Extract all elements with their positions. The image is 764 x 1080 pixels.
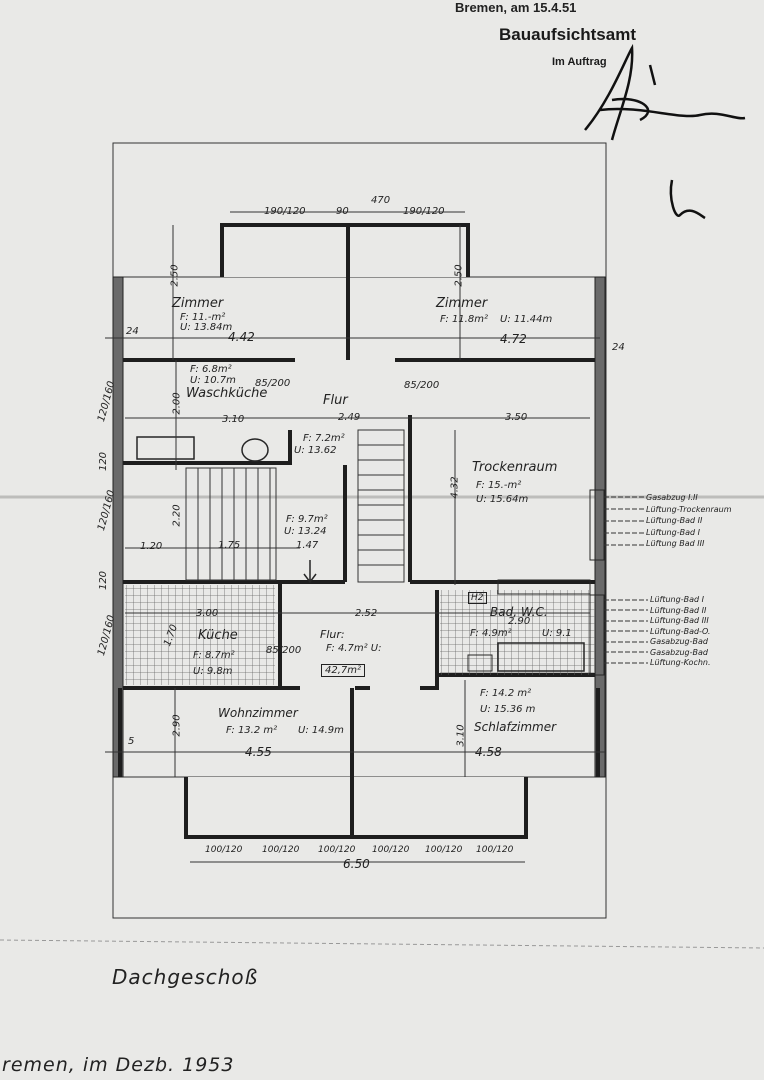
stamp-auftrag: Im Auftrag <box>552 56 607 68</box>
stair-width-2: 1.75 <box>218 540 241 551</box>
dim-window-right: 190/120 <box>403 206 445 217</box>
room-perimeter: U: 9.8m <box>193 666 233 677</box>
washbasin <box>467 654 493 672</box>
chimney-label: Gasabzug-Bad <box>650 647 708 657</box>
chimney-label: Lüftung-Kochn. <box>650 658 711 667</box>
chimney-label: Lüftung-Bad I <box>650 595 704 604</box>
room-perimeter: U: 13.84m <box>180 322 233 333</box>
room-name-flur: Flur <box>323 393 348 408</box>
stair-width-3: 1.47 <box>296 540 319 551</box>
room-area: F: 13.2 m² <box>226 725 278 736</box>
room-area: F: 11.-m² <box>180 312 226 323</box>
wash-tub <box>136 436 195 460</box>
chimney-label: Lüftung-Bad II <box>646 516 703 525</box>
room-name-waschkueche: Waschküche <box>186 386 268 401</box>
room-area: F: 6.8m² <box>190 364 232 375</box>
room-area: F: 14.2 m² <box>480 688 532 699</box>
signature <box>584 43 746 220</box>
room-name-wohnzimmer: Wohnzimmer <box>218 706 298 720</box>
stair-arrow-icon <box>303 560 317 584</box>
room-name-schlafzimmer: Schlafzimmer <box>474 720 557 734</box>
room-width: 4.55 <box>245 745 272 759</box>
stamp-date: Bremen, am 15.4.51 <box>455 0 577 15</box>
room-perimeter: U: 13.62 <box>294 445 337 456</box>
room-area: F: 15.-m² <box>476 480 522 491</box>
place-date: Bremen, im Dezb. 1953 <box>0 1054 235 1076</box>
room-width: 3.10 <box>222 414 245 425</box>
room-area: F: 4.9m² <box>470 628 512 639</box>
chimney-label: Lüftung-Bad-O. <box>650 626 711 636</box>
room-name-trockenraum: Trockenraum <box>472 460 558 475</box>
room-perimeter: U: 14.9m <box>298 725 344 736</box>
chimney-labels-top: Gasabzug I.II Lüftung-Trockenraum Lüftun… <box>646 492 732 550</box>
window-dim: 100/120 <box>318 845 356 855</box>
floor-title: Dachgeschoß <box>112 965 259 989</box>
chimney-top <box>589 489 605 561</box>
staircase <box>185 429 405 584</box>
room-perimeter: U: 9.1 <box>542 628 572 639</box>
chimney-label: Gasabzug-Bad <box>650 637 708 646</box>
window-dim: 100/120 <box>476 845 514 855</box>
paper-edge <box>0 939 764 949</box>
dim-door: 90 <box>336 206 349 217</box>
chimney-bottom <box>589 594 605 676</box>
window-dim: 100/120 <box>205 845 243 855</box>
dim-height: 470 <box>371 195 391 206</box>
room-width: 4.42 <box>228 330 255 344</box>
chimney-label: Gasabzug I.II <box>646 493 698 502</box>
chimney-row <box>497 579 591 595</box>
bath-tiles <box>440 590 595 675</box>
stair-width-1: 1.20 <box>140 541 163 552</box>
room-perimeter: U: 10.7m <box>190 375 236 386</box>
chimney-label: Lüftung Bad III <box>646 539 705 548</box>
chimney-label: Lüftung-Trockenraum <box>646 504 732 514</box>
room-width: 4.58 <box>475 745 502 759</box>
wall-dim-right: 24 <box>612 342 625 353</box>
room-perimeter: U: 11.44m <box>500 314 553 325</box>
room-width: 4.72 <box>500 332 527 346</box>
boiler <box>241 438 269 462</box>
stamp-office: Bauaufsichtsamt <box>499 25 636 44</box>
dimension-lines <box>105 211 605 863</box>
total-area-box: 42,7m² <box>321 664 366 677</box>
wall-dim-left: 24 <box>126 326 139 337</box>
bathtub <box>497 642 585 672</box>
stair-perimeter: U: 13.24 <box>284 526 327 537</box>
room-width: 2.49 <box>338 412 361 423</box>
room-name-kueche: Küche <box>198 628 238 643</box>
dim-window-left: 190/120 <box>264 206 306 217</box>
wall-dim: 5 <box>128 736 135 747</box>
door-dim: 85/200 <box>255 378 291 389</box>
room-area: F: 8.7m² <box>193 650 235 661</box>
chimney-label: Lüftung-Bad II <box>650 605 707 615</box>
chimney-label: Lüftung-Bad III <box>650 616 709 625</box>
chimney-labels-bottom: Lüftung-Bad I Lüftung-Bad II Lüftung-Bad… <box>650 595 711 669</box>
room-name-zimmer-right: Zimmer <box>436 296 488 311</box>
window-dim: 100/120 <box>372 845 410 855</box>
room-name-flur-bottom: Flur: <box>320 628 345 641</box>
room-name-zimmer-left: Zimmer <box>172 296 224 311</box>
room-area: F: 7.2m² <box>303 433 345 444</box>
roof-bottom <box>112 776 607 919</box>
room-width: 2.90 <box>508 616 531 627</box>
chimney-label: Lüftung-Bad I <box>646 527 700 537</box>
bath-h2-label: H2 <box>468 592 487 604</box>
room-width: 3.50 <box>505 412 528 423</box>
window-dim: 100/120 <box>262 845 300 855</box>
kitchen-tiles <box>125 585 275 685</box>
room-area: F: 11.8m² <box>440 314 488 325</box>
room-width: 2.52 <box>355 608 378 619</box>
total-width: 6.50 <box>343 857 370 871</box>
room-name-bad: Bad, W.C. <box>490 605 548 619</box>
window-dim: 100/120 <box>425 845 463 855</box>
room-perimeter: U: 15.64m <box>476 494 529 505</box>
door-dim: 85/200 <box>266 645 302 656</box>
room-width: 3.00 <box>196 608 219 619</box>
room-area: F: 4.7m² U: <box>326 643 382 654</box>
room-perimeter: U: 15.36 m <box>480 704 536 715</box>
door-dim: 85/200 <box>404 380 440 391</box>
stair-area: F: 9.7m² <box>286 514 328 525</box>
